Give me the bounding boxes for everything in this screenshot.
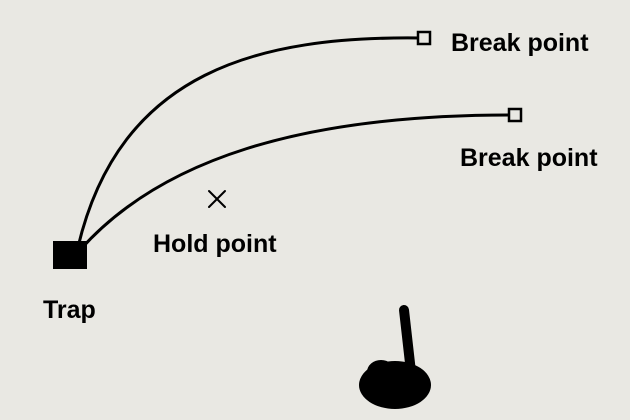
hold-point-icon [208,190,226,208]
trap-label: Trap [43,296,96,324]
break-point-upper-label: Break point [451,29,589,57]
upper-target-trajectory [76,36,421,248]
break-point-upper-icon [416,30,432,46]
break-point-lower-label: Break point [460,144,598,172]
hold-point-label: Hold point [153,230,277,258]
shooter-icon [359,305,431,409]
lower-target-trajectory [78,113,511,251]
trap-icon [53,241,87,269]
break-point-lower-icon [507,107,523,123]
